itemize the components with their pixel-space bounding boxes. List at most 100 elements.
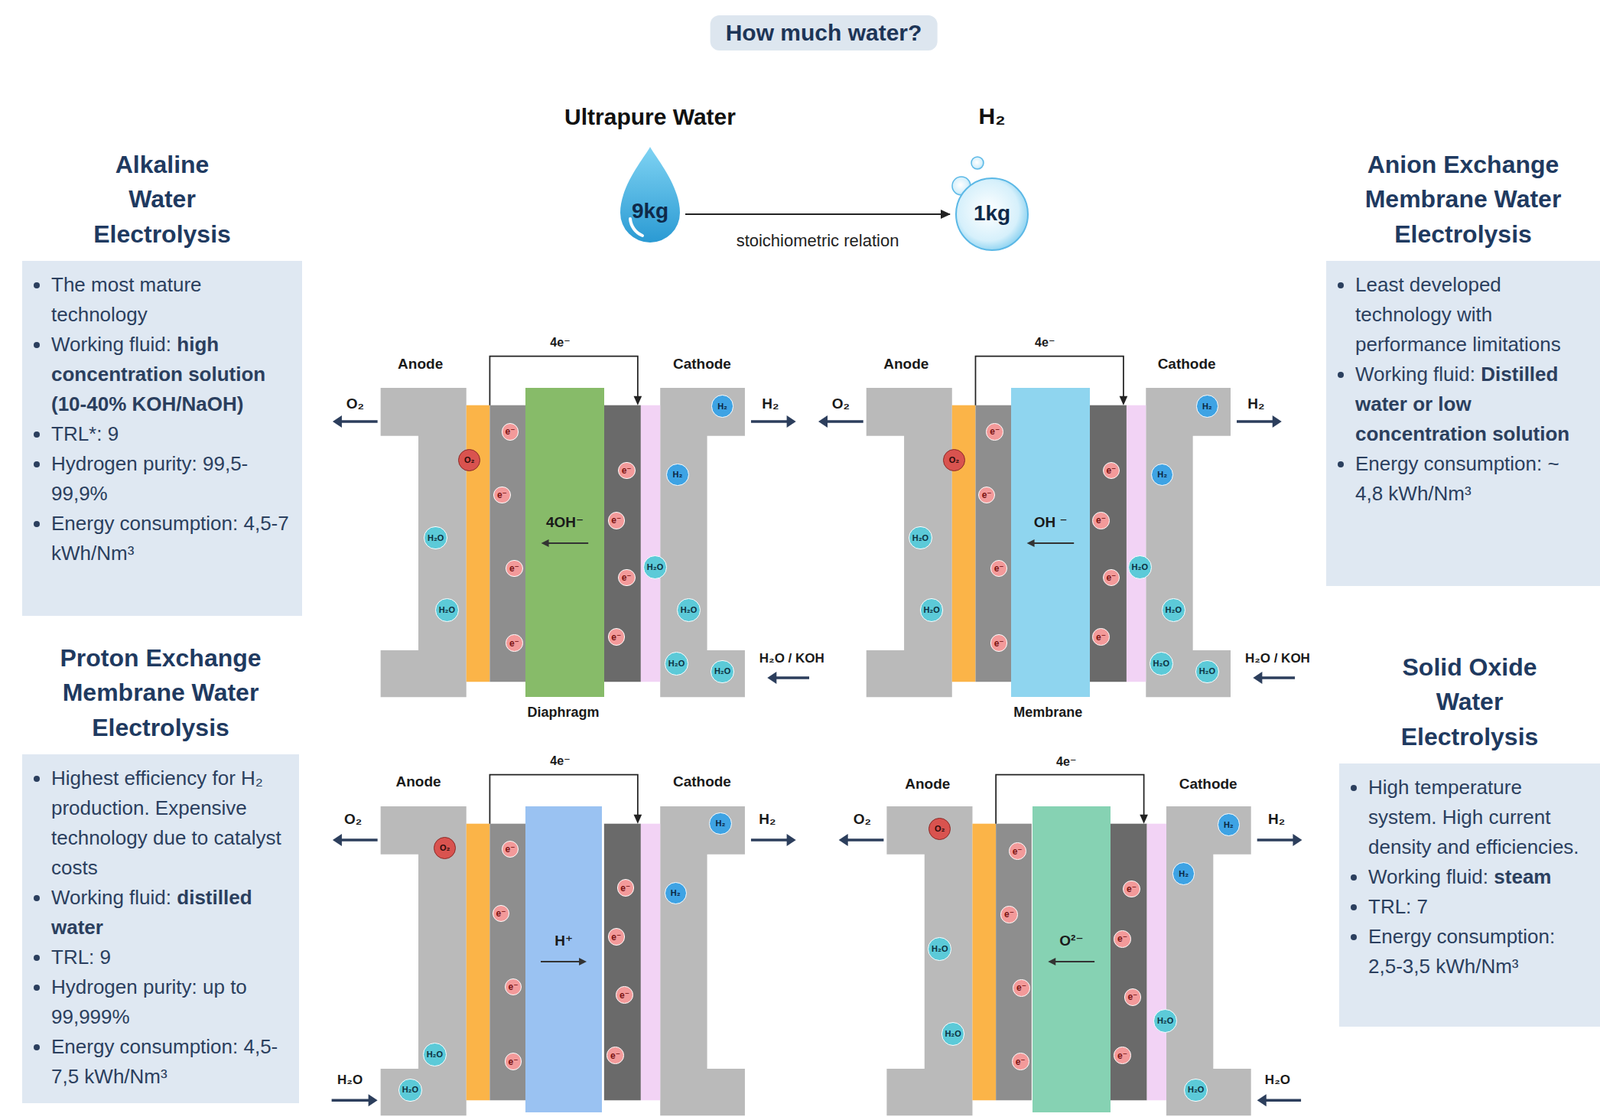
molecule-dot: H₂O (1128, 555, 1152, 579)
bullet-text: Least developed technology with performa… (1355, 273, 1561, 356)
molecule-text: e⁻ (982, 490, 992, 500)
molecule-text: e⁻ (1004, 909, 1015, 919)
flow-arrow-line (751, 419, 791, 423)
technology-heading: Anion Exchange Membrane Water Electrolys… (1356, 147, 1571, 252)
bullet-item: High temperature system. High current de… (1368, 772, 1591, 862)
diagram-label: Anode (904, 775, 950, 793)
molecule-text: e⁻ (1095, 632, 1106, 642)
electron-dot: e⁻ (1113, 1046, 1132, 1064)
electron-dot: e⁻ (1092, 511, 1110, 530)
bullet-text: steam (1493, 865, 1552, 888)
molecule-dot: H₂ (664, 881, 687, 905)
molecule-text: H₂ (672, 470, 683, 479)
electron-dot: e⁻ (617, 461, 636, 480)
flow-arrow-line (1258, 676, 1295, 679)
electrolysis-cell (332, 356, 810, 698)
bullet-text: Highest efficiency for H₂ production. Ex… (51, 766, 282, 879)
bullet-text: Energy consumption: ~ 4,8 kWh/Nm³ (1355, 452, 1560, 505)
molecule-dot: H₂O (710, 660, 735, 684)
drop-body (620, 146, 680, 243)
molecule-text: H₂O (668, 659, 685, 668)
bullet-list: Highest efficiency for H₂ production. Ex… (25, 763, 290, 1092)
technology-panel: High temperature system. High current de… (1339, 763, 1600, 1027)
molecule-text: H₂O (439, 605, 456, 615)
molecule-text: H₂O (647, 562, 664, 572)
molecule-text: H₂O (402, 1085, 419, 1094)
molecule-text: H₂O (426, 1050, 443, 1059)
molecule-text: H₂O (923, 605, 940, 615)
electron-dot: e⁻ (615, 985, 634, 1004)
flow-arrow-line (823, 419, 863, 423)
diagram-label: O₂ (832, 395, 850, 413)
diagram-label: Cathode (1157, 355, 1217, 373)
electron-dot: e⁻ (493, 486, 511, 505)
cathode-plate (1166, 806, 1252, 1116)
molecule-text: e⁻ (496, 908, 507, 918)
flow-arrow-line (331, 1099, 373, 1102)
molecule-text: e⁻ (989, 426, 1000, 436)
anode-catalyst (975, 405, 1012, 683)
bullet-text: Energy consumption: 2,5-3,5 kWh/Nm³ (1368, 924, 1555, 978)
ion-label: 4OH⁻ (525, 513, 605, 531)
molecule-text: H₂O (931, 944, 948, 953)
molecule-text: e⁻ (1105, 572, 1116, 583)
bullet-list: Least developed technology with performa… (1329, 269, 1591, 509)
molecule-text: H₂ (1223, 820, 1234, 830)
cathode-plate (1145, 387, 1231, 697)
electron-dot: e⁻ (1008, 842, 1027, 860)
anode-layer (972, 823, 996, 1101)
bullet-item: Working fluid:high concentration solutio… (51, 329, 293, 420)
diagram-label: 4e⁻ (1056, 754, 1077, 769)
molecule-text: H₂O (1153, 659, 1170, 668)
molecule-text: H₂O (1165, 605, 1182, 615)
molecule-text: e⁻ (994, 638, 1005, 648)
bullet-item: TRL: 7 (1368, 891, 1591, 922)
flow-arrow-line (338, 838, 378, 841)
electron-dot: e⁻ (617, 569, 636, 587)
ion-arrow (1032, 953, 1110, 970)
electrolyte-membrane: H⁺ (525, 806, 602, 1113)
flow-arrow-head (786, 415, 797, 428)
molecule-text: O₂ (464, 455, 475, 465)
diagram-label: 4e⁻ (549, 752, 570, 768)
molecule-text: O₂ (949, 455, 960, 465)
ion-arrow-head (541, 539, 550, 547)
ion-arrow-line (1031, 542, 1075, 544)
molecule-text: H₂O (680, 605, 697, 615)
flow-arrow-head (839, 833, 849, 846)
anode-layer (466, 823, 491, 1101)
connector-label: stoichiometric relation (733, 230, 903, 251)
molecule-dot: H₂ (1172, 861, 1195, 885)
electron-dot: e⁻ (985, 422, 1004, 441)
molecule-text: e⁻ (1012, 846, 1023, 856)
molecule-text: e⁻ (994, 563, 1005, 573)
ion-arrow (1011, 535, 1090, 551)
flow-arrow-line (1236, 419, 1276, 423)
bullet-item: Least developed technology with performa… (1355, 269, 1591, 360)
cathode-plate (660, 387, 745, 697)
flow-arrow-head (818, 415, 828, 428)
molecule-text: e⁻ (620, 883, 631, 893)
ion-arrow-head (1047, 957, 1056, 966)
molecule-text: H₂O (912, 533, 929, 543)
bullet-item: TRL: 9 (51, 942, 290, 973)
cathode-plate (660, 806, 745, 1116)
flow-arrow-line (773, 676, 810, 679)
molecule-text: H₂O (944, 1029, 961, 1038)
molecule-dot: H₂O (941, 1021, 966, 1046)
mass-value: 9kg (619, 198, 681, 224)
electron-dot: e⁻ (606, 1046, 625, 1064)
electron-dot: e⁻ (608, 511, 626, 530)
molecule-dot: H₂O (398, 1078, 423, 1103)
anode-plate (866, 387, 953, 697)
ion-arrow-line (1052, 960, 1095, 963)
bullet-text: Energy consumption: 4,5-7 kWh/Nm³ (51, 511, 290, 565)
cathode-catalyst (1089, 405, 1127, 683)
bullet-text: Working fluid: (51, 885, 172, 909)
molecule-text: e⁻ (611, 932, 622, 942)
electron-dot: e⁻ (1113, 930, 1132, 948)
molecule-text: e⁻ (610, 1050, 621, 1061)
bullet-list: High temperature system. High current de… (1342, 772, 1591, 982)
electrolyte-membrane: OH ⁻ (1011, 387, 1090, 697)
